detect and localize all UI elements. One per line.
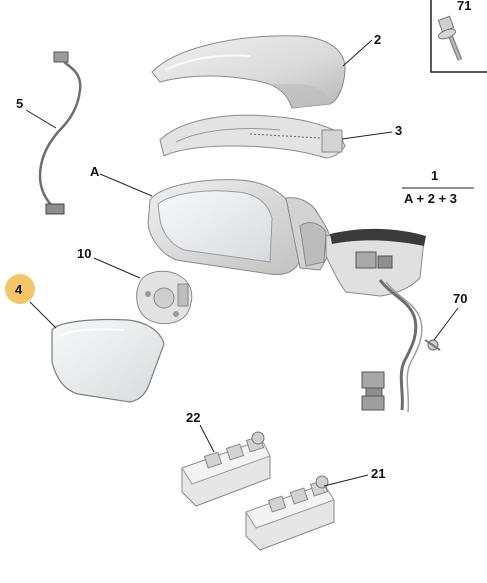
callout-70: 70	[453, 291, 467, 306]
formula-text: A + 2 + 3	[404, 191, 457, 206]
leader-4	[29, 301, 57, 329]
callout-22: 22	[186, 410, 200, 425]
callout-3: 3	[395, 123, 402, 138]
wiring-harness	[38, 51, 82, 215]
mirror-assembly	[147, 179, 426, 297]
leader-10	[93, 257, 141, 279]
callout-5: 5	[16, 96, 23, 111]
leader-70	[433, 307, 459, 341]
cable-assembly	[361, 279, 441, 413]
fastener-71-box	[430, 0, 487, 73]
connector-plug	[355, 251, 393, 269]
turn-signal-strip	[159, 114, 346, 159]
callout-4: 4	[15, 282, 23, 297]
leader-2	[342, 39, 373, 67]
leader-A	[99, 173, 153, 197]
callout-10: 10	[77, 246, 91, 261]
switch-block-22	[181, 431, 271, 507]
mirror-glass	[51, 318, 165, 403]
callout-71: 71	[457, 0, 471, 13]
bolt-icon	[437, 15, 463, 61]
mirror-cover	[151, 35, 346, 109]
callout-1: 1	[431, 168, 438, 183]
callout-2: 2	[374, 32, 381, 47]
grommet-icon	[424, 339, 441, 351]
highlight-badge	[5, 274, 35, 304]
leader-21	[323, 474, 369, 487]
switch-block-21	[245, 475, 335, 551]
cable-connector-1	[361, 371, 385, 399]
cable-connector-2	[361, 395, 385, 411]
mirror-motor	[136, 270, 193, 325]
leader-3	[341, 131, 393, 140]
leader-5	[25, 109, 57, 129]
callout-21: 21	[371, 466, 385, 481]
callout-A: A	[90, 164, 100, 179]
leader-22	[199, 424, 215, 453]
